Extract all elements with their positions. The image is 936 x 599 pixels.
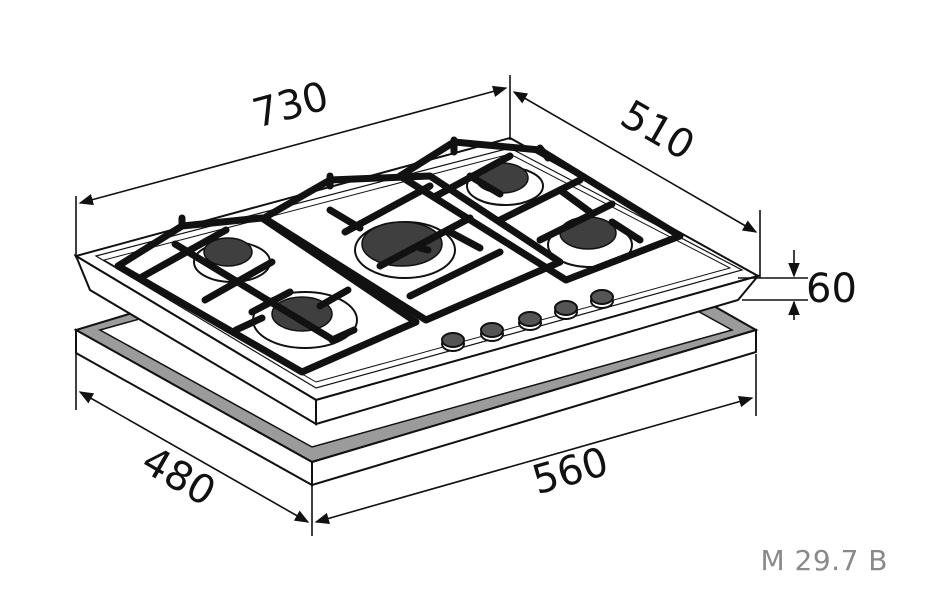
knob-5 xyxy=(590,289,614,309)
knob-1 xyxy=(441,332,465,352)
control-knobs xyxy=(441,289,614,352)
dimension-label-60: 60 xyxy=(806,266,857,312)
dimension-label-560: 560 xyxy=(527,439,613,504)
knob-3 xyxy=(518,311,542,331)
model-number: M 29.7 B xyxy=(760,544,888,577)
knob-2 xyxy=(480,322,504,342)
knob-4 xyxy=(554,300,578,320)
dimension-label-480: 480 xyxy=(134,438,223,516)
dimension-lines xyxy=(75,75,808,536)
dimension-label-730: 730 xyxy=(248,73,334,137)
dimension-label-510: 510 xyxy=(613,92,702,170)
